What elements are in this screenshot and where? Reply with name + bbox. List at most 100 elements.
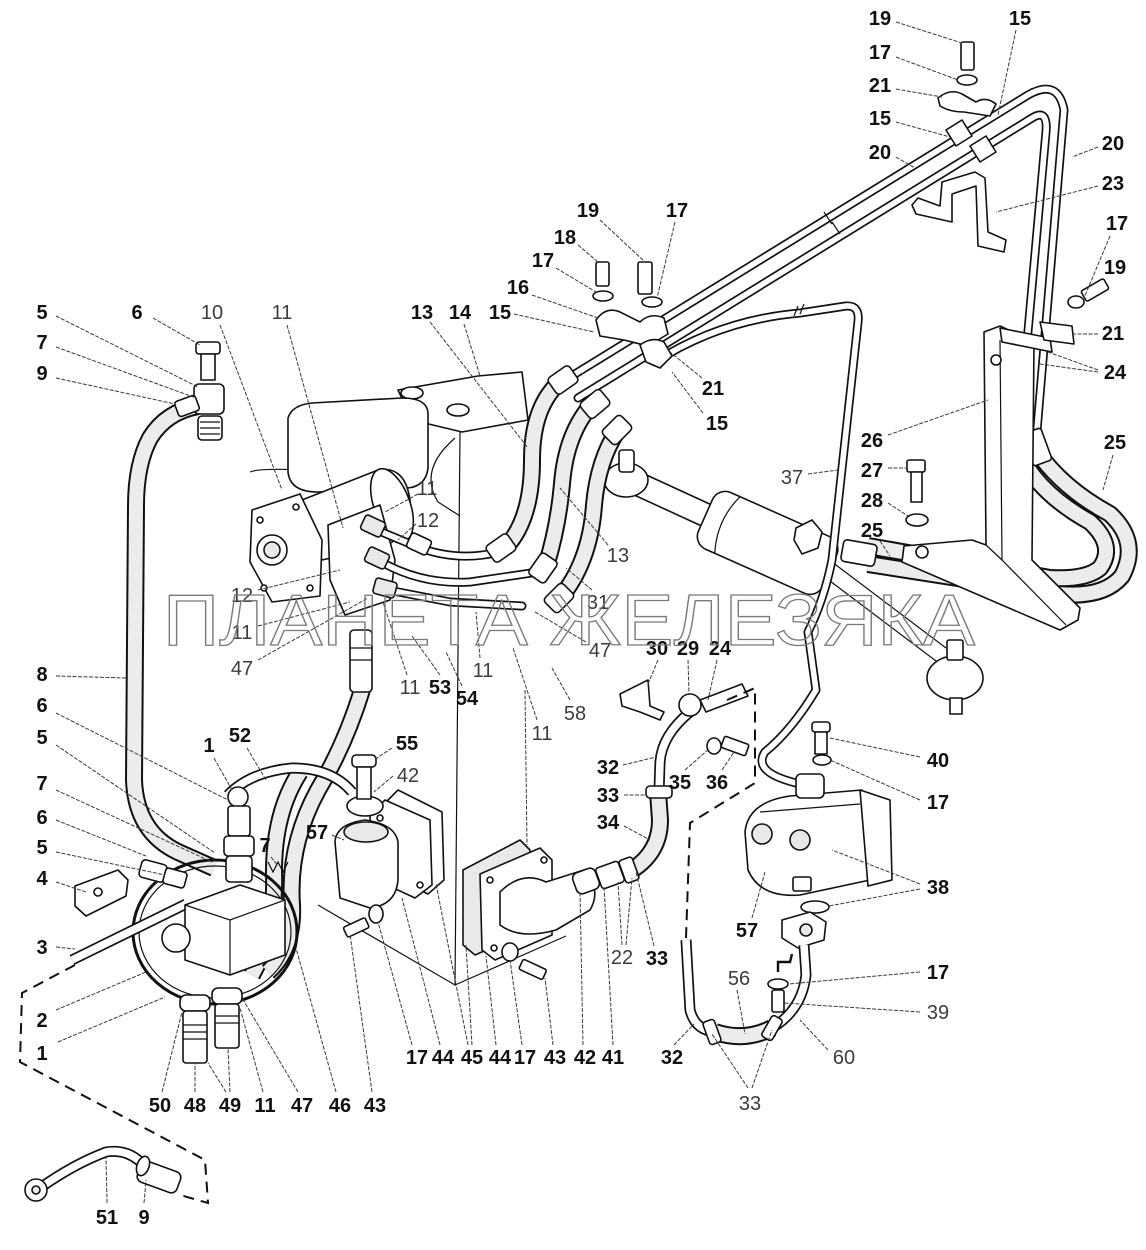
callout: 44 (485, 955, 512, 1069)
callout-number: 9 (138, 1207, 149, 1229)
detail-pipe-51 (24, 1145, 182, 1202)
callout-number: 20 (869, 142, 891, 164)
bolt-19-top (960, 41, 975, 71)
bracket-23 (911, 171, 1007, 253)
hydraulic-cylinder (603, 449, 984, 715)
callout-number: 52 (229, 725, 251, 747)
callout-number: 33 (597, 785, 619, 807)
callout: 15 (489, 302, 595, 333)
callout-number: 6 (36, 807, 47, 829)
callout: 17 (532, 250, 597, 293)
callout-number: 3 (36, 937, 47, 959)
callout: 5 (36, 302, 199, 388)
callout: 7 (36, 773, 213, 863)
callout-number: 13 (607, 545, 629, 567)
callout-number: 53 (429, 677, 451, 699)
callout: 9 (36, 363, 176, 405)
callout-number: 33 (739, 1093, 761, 1115)
tube-37 (650, 301, 863, 788)
callout: 11 (239, 1007, 276, 1117)
callout-number: 23 (1102, 173, 1124, 195)
callout-number: 55 (396, 733, 418, 755)
callout-number: 6 (131, 302, 142, 324)
callout: 43 (349, 933, 386, 1117)
callout-number: 30 (646, 638, 668, 660)
callout: 37 (781, 467, 839, 489)
bolt-27 (906, 459, 926, 473)
callout: 17 (377, 921, 428, 1069)
callout: 27 (861, 460, 907, 482)
callout: 5 (36, 837, 166, 876)
callout: 51 (96, 1157, 118, 1229)
callout: 25 (1102, 432, 1126, 491)
hoses-13 (485, 365, 633, 614)
valve-block (69, 786, 299, 1064)
callout: 7 (259, 835, 279, 867)
callout: 55 (373, 733, 418, 761)
callout: 17 (1083, 213, 1128, 299)
callout-number: 15 (706, 413, 728, 435)
callout-number: 32 (597, 757, 619, 779)
callout-number: 4 (36, 868, 48, 890)
watermark: ПЛАНЕТА ЖЕЛЕЗЯКА (163, 581, 975, 661)
callout-number: 44 (432, 1047, 455, 1069)
callout: 11 (382, 601, 420, 699)
callout: 6 (36, 695, 229, 801)
callout-number: 42 (574, 1047, 596, 1069)
callout: 29 (677, 638, 699, 695)
callout: 48 (184, 1063, 206, 1117)
callout: 12 (397, 510, 439, 541)
suction-line (680, 939, 812, 1046)
callout-number: 15 (489, 302, 511, 324)
callout-number: 17 (927, 792, 949, 814)
callout-number: 19 (1104, 257, 1126, 279)
washer-28 (905, 513, 929, 527)
callout-number: 16 (507, 277, 529, 299)
callout: 17 (509, 959, 536, 1069)
callout-number: 5 (36, 302, 47, 324)
callout-number: 22 (611, 947, 633, 969)
callout-number: 57 (306, 822, 328, 844)
callout: 6 (36, 807, 147, 857)
pressure-tubes (359, 514, 543, 611)
callout: 4 (36, 868, 87, 893)
callout-number: 5 (36, 727, 47, 749)
callout: 58 (551, 667, 586, 725)
callout-number: 43 (364, 1095, 386, 1117)
callout-number: 7 (36, 773, 47, 795)
callout-number: 35 (669, 772, 691, 794)
callout-number: 20 (1102, 133, 1124, 155)
callout-number: 37 (781, 467, 803, 489)
callout: 45 (435, 883, 483, 1069)
callout-number: 17 (666, 200, 688, 222)
callout-number: 9 (36, 363, 47, 385)
callout-number: 17 (406, 1047, 428, 1069)
callout-number: 32 (661, 1047, 683, 1069)
callout-number: 21 (1102, 323, 1124, 345)
callout-number: 11 (473, 660, 494, 682)
callout-number: 15 (1009, 8, 1031, 30)
callout-number: 17 (514, 1047, 536, 1069)
tube-clamp-16 (592, 261, 673, 369)
callout-number: 39 (927, 1002, 949, 1024)
callout: 32 (661, 1023, 695, 1069)
callout-number: 36 (706, 772, 728, 794)
callout-number: 8 (36, 664, 47, 686)
callout-number: 42 (397, 765, 419, 787)
callout-number: 50 (149, 1095, 171, 1117)
callout: 53 (411, 635, 451, 699)
bolt-27-shank (910, 471, 923, 503)
callout: 20 (1071, 133, 1124, 158)
callout: 33 (711, 1029, 773, 1115)
callout-number: 57 (736, 920, 758, 942)
callout: 13 (411, 302, 529, 449)
callout: 33 (635, 871, 668, 970)
callout: 17 (656, 200, 688, 299)
callout-number: 17 (869, 42, 891, 64)
callout: 38 (828, 849, 949, 907)
callout: 19 (1104, 257, 1126, 279)
callout-number: 25 (861, 520, 883, 542)
callout-number: 5 (36, 837, 47, 859)
callout-number: 40 (927, 750, 949, 772)
callout: 32 (597, 756, 657, 779)
